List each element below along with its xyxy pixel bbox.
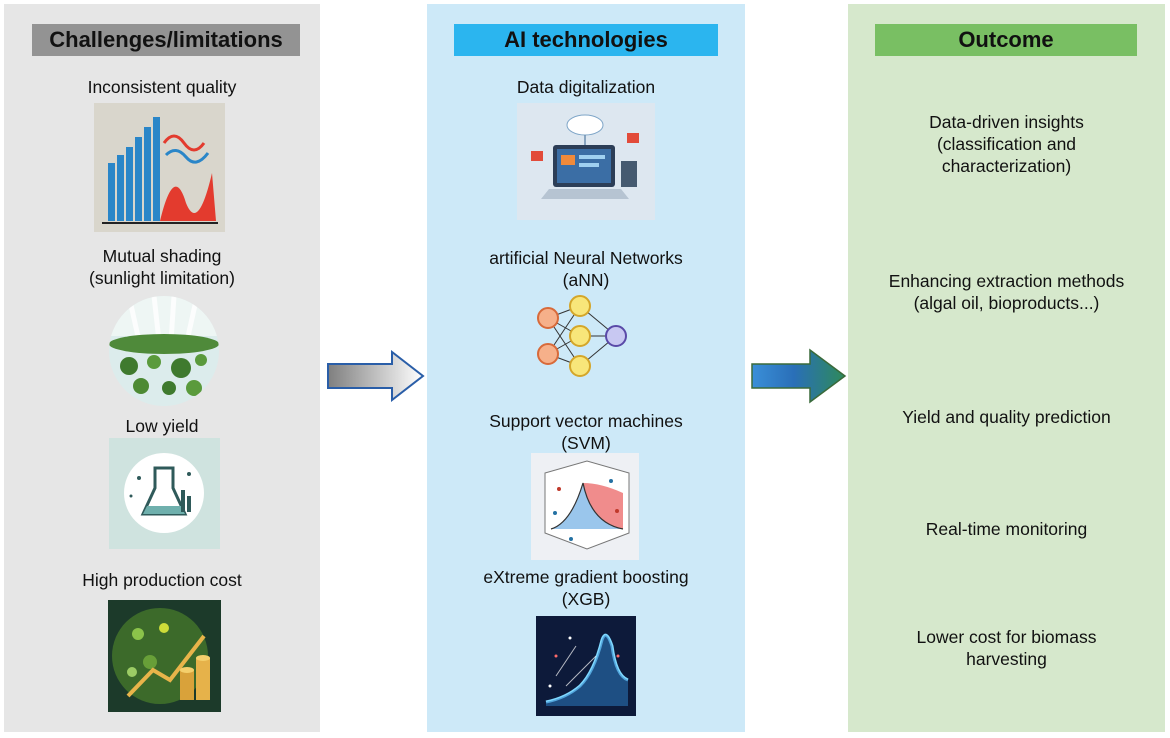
boosting-plot-icon xyxy=(536,616,636,716)
ai-label-digitalization: Data digitalization xyxy=(516,77,656,97)
ai-header: AI technologies xyxy=(454,24,718,56)
algae-pond-icon xyxy=(109,296,219,406)
outcome-label-extraction: Enhancing extraction methods(algal oil, … xyxy=(888,271,1125,313)
flask-chart-icon xyxy=(109,438,220,549)
outcome-header: Outcome xyxy=(875,24,1137,56)
ai-panel: AI technologies Data digitalization arti… xyxy=(427,4,745,732)
challenge-label-shading: Mutual shading(sunlight limitation) xyxy=(89,246,235,288)
bar-chart-wave-icon xyxy=(94,103,225,232)
challenge-label-yield: Low yield xyxy=(125,416,199,436)
challenge-label-quality: Inconsistent quality xyxy=(87,77,237,97)
cost-growth-icon xyxy=(108,600,221,712)
challenges-panel: Challenges/limitations Inconsistent qual… xyxy=(4,4,320,732)
arrow-ai-to-outcome xyxy=(750,348,848,404)
outcome-label-prediction: Yield and quality prediction xyxy=(902,407,1111,427)
outcome-label-monitoring: Real-time monitoring xyxy=(925,519,1088,539)
neural-network-icon xyxy=(532,294,636,384)
svm-plot-icon xyxy=(531,453,639,560)
computer-cloud-icon xyxy=(517,103,655,220)
ai-label-xgb: eXtreme gradient boosting(XGB) xyxy=(483,567,689,609)
ai-label-ann: artificial Neural Networks(aNN) xyxy=(489,248,683,290)
challenge-label-cost: High production cost xyxy=(82,570,242,590)
challenges-header: Challenges/limitations xyxy=(32,24,300,56)
arrow-challenges-to-ai xyxy=(326,350,426,402)
outcome-panel: Outcome Data-driven insights(classificat… xyxy=(848,4,1165,732)
ai-label-svm: Support vector machines(SVM) xyxy=(489,411,683,453)
